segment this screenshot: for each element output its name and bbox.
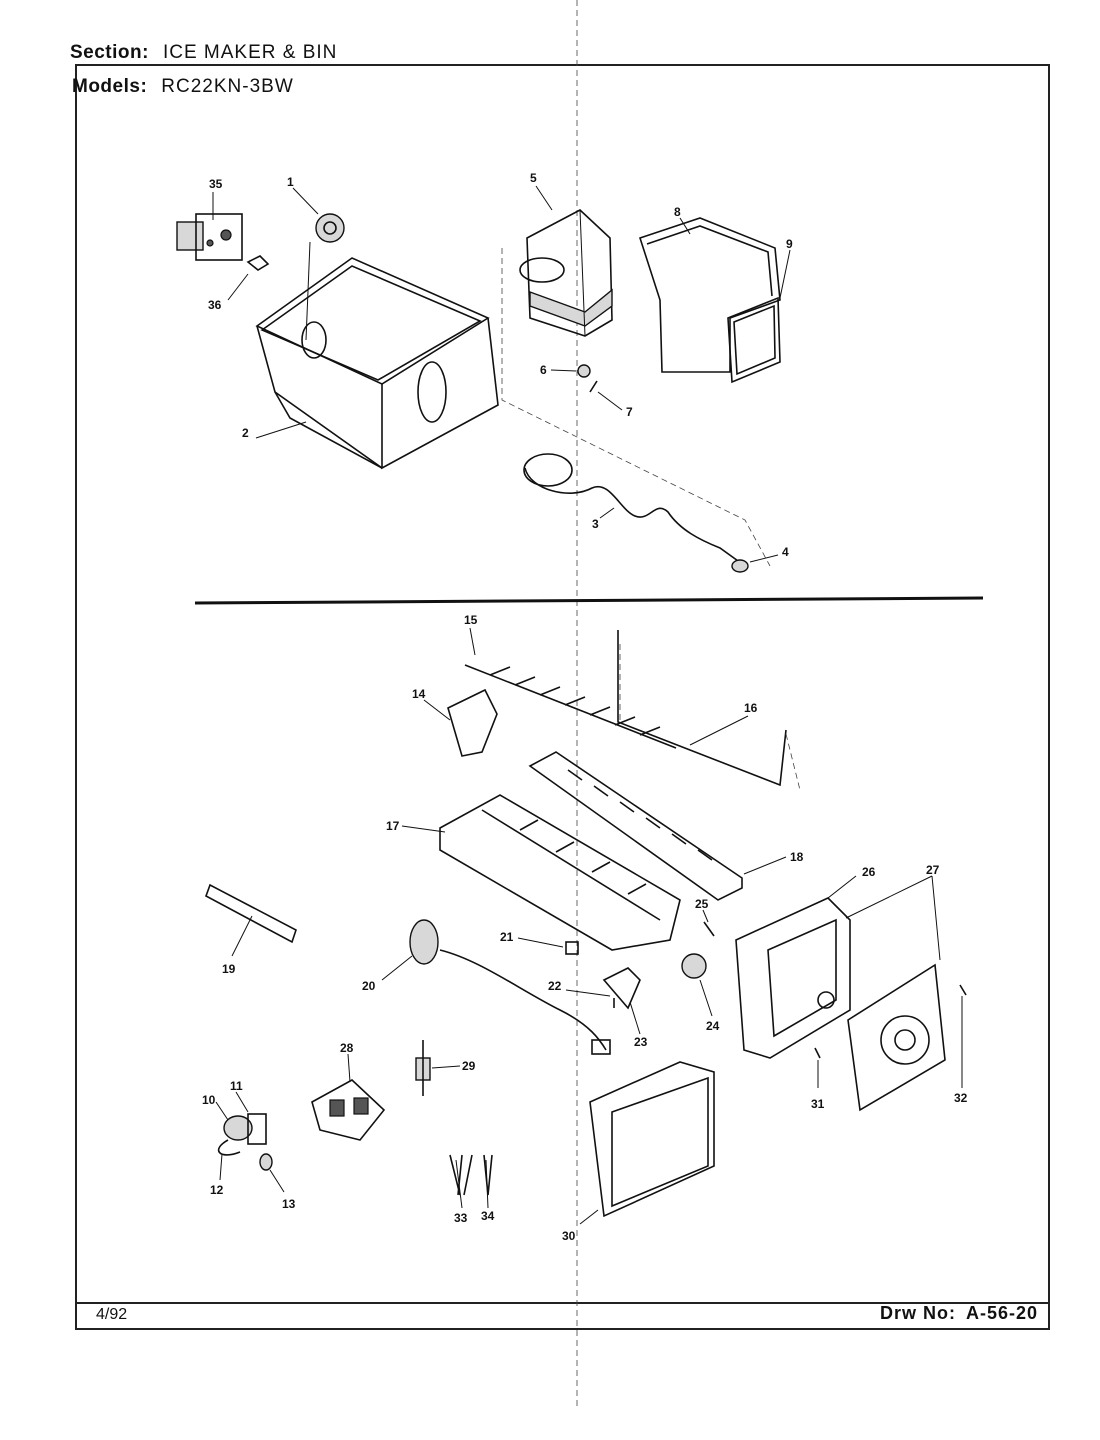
callout-9: 9 xyxy=(786,237,793,251)
part-19-fill-tube xyxy=(205,883,297,944)
callout-leaders xyxy=(212,185,963,1225)
callout-21: 21 xyxy=(500,930,514,944)
section-value: ICE MAKER & BIN xyxy=(162,42,338,63)
callout-24: 24 xyxy=(706,1019,720,1033)
models-label: Models: xyxy=(72,76,148,97)
callout-11: 11 xyxy=(230,1079,243,1093)
callout-5: 5 xyxy=(530,171,537,185)
part-10-valve xyxy=(217,1113,273,1171)
assembly-line-upper xyxy=(501,248,771,567)
models-value: RC22KN-3BW xyxy=(161,76,294,97)
callout-6: 6 xyxy=(540,363,547,377)
footer-rule xyxy=(75,1302,1050,1304)
part-7-pin xyxy=(589,380,598,393)
part-29-fitting xyxy=(415,1040,431,1096)
section-divider xyxy=(194,596,984,605)
callout-23: 23 xyxy=(634,1035,648,1049)
callout-22: 22 xyxy=(548,979,562,993)
callout-26: 26 xyxy=(862,865,876,879)
part-30-panel xyxy=(589,1061,715,1218)
part-4-bearing xyxy=(731,559,749,573)
part-1-auger-gear xyxy=(315,213,345,243)
revision-date: 4/92 xyxy=(96,1306,128,1323)
callout-12: 12 xyxy=(210,1183,224,1197)
callout-18: 18 xyxy=(790,850,804,864)
part-24-gear xyxy=(681,953,707,979)
part-23-bracket xyxy=(602,967,641,1010)
callout-14: 14 xyxy=(412,687,426,701)
part-21-switch xyxy=(565,941,579,955)
part-28-thermostat xyxy=(311,1079,386,1141)
callout-36: 36 xyxy=(208,298,222,312)
part-27-cover xyxy=(847,963,946,1112)
part-9-gasket xyxy=(727,296,781,384)
callout-1: 1 xyxy=(287,175,294,189)
part-8-duct xyxy=(638,217,781,373)
part-16-shutoff-arm xyxy=(617,630,787,787)
callout-27: 27 xyxy=(926,863,940,877)
part-6-nut xyxy=(577,364,591,378)
drawing-number-block: Drw No: A-56-20 xyxy=(880,1303,1038,1324)
drawing-number: A-56-20 xyxy=(965,1303,1038,1323)
callout-20: 20 xyxy=(362,979,376,993)
callout-2: 2 xyxy=(242,426,249,440)
callout-4: 4 xyxy=(782,545,789,559)
callout-25: 25 xyxy=(695,897,709,911)
callout-28: 28 xyxy=(340,1041,354,1055)
callout-19: 19 xyxy=(222,962,236,976)
part-15-ejector xyxy=(464,664,677,749)
callout-34: 34 xyxy=(481,1209,495,1223)
callout-13: 13 xyxy=(282,1197,296,1211)
drawing-frame xyxy=(75,64,1050,1330)
callout-31: 31 xyxy=(811,1097,825,1111)
section-heading: Section: ICE MAKER & BIN xyxy=(70,42,337,64)
callout-8: 8 xyxy=(674,205,681,219)
part-36-clip xyxy=(246,255,270,271)
part-33-34-screws xyxy=(449,1154,493,1196)
callout-16: 16 xyxy=(744,701,758,715)
part-35-motor xyxy=(176,213,243,261)
callout-3: 3 xyxy=(592,517,599,531)
callout-17: 17 xyxy=(386,819,400,833)
callout-29: 29 xyxy=(462,1059,476,1073)
callout-30: 30 xyxy=(562,1229,576,1243)
callout-15: 15 xyxy=(464,613,478,627)
part-32-screw xyxy=(959,984,967,996)
part-31-screw xyxy=(814,1047,821,1059)
callout-33: 33 xyxy=(454,1211,468,1225)
callout-32: 32 xyxy=(954,1091,968,1105)
part-3-auger xyxy=(519,257,746,567)
part-18-stripper xyxy=(528,751,743,901)
part-2-ice-bin xyxy=(255,241,499,470)
part-26-housing xyxy=(735,897,851,1059)
part-5-ice-chute xyxy=(526,209,613,337)
models-heading: Models: RC22KN-3BW xyxy=(72,76,294,98)
callout-10: 10 xyxy=(202,1093,216,1107)
part-17-mold xyxy=(439,794,681,951)
part-14-bracket xyxy=(447,688,498,757)
callout-35: 35 xyxy=(209,177,223,191)
drawing-number-label: Drw No: xyxy=(879,1303,956,1323)
section-label: Section: xyxy=(70,42,149,63)
part-20-wire-harness xyxy=(409,919,611,1055)
callout-7: 7 xyxy=(626,405,633,419)
assembly-line-lower xyxy=(619,640,801,791)
part-25-spring xyxy=(703,921,715,937)
